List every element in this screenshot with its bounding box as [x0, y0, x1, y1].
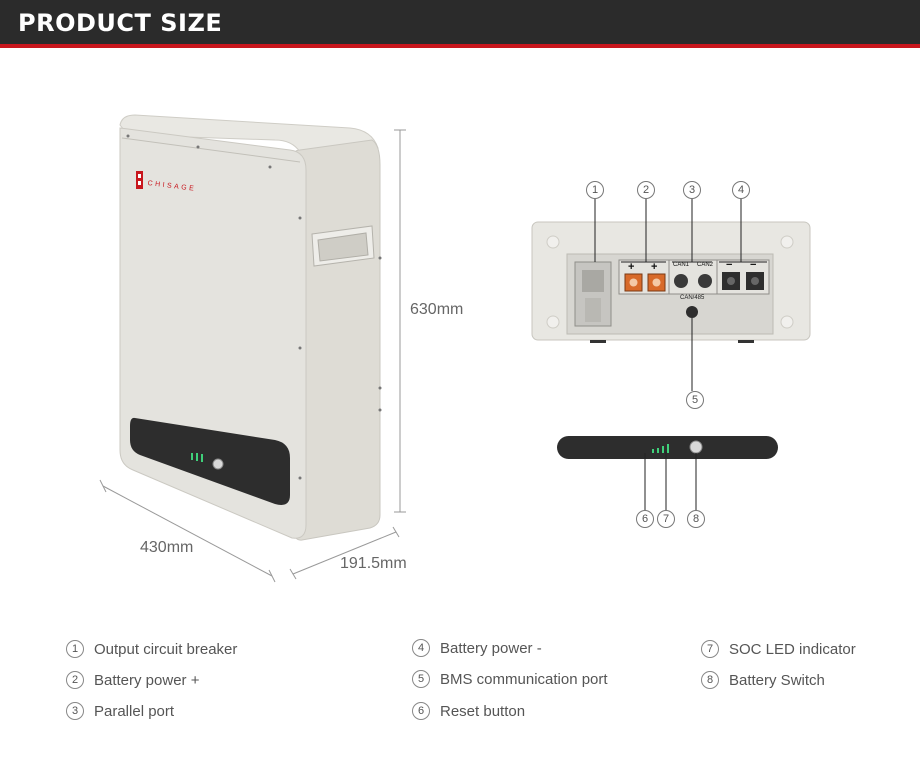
callout-7: 7	[657, 510, 675, 528]
panel-can2-label: CAN2	[697, 262, 714, 268]
battery-unit	[119, 114, 382, 541]
callout-6: 6	[636, 510, 654, 528]
legend-item: 4 Battery power -	[412, 639, 542, 657]
panel-plus-2: +	[651, 261, 658, 273]
legend-number: 6	[412, 702, 430, 720]
legend-label: SOC LED indicator	[729, 640, 856, 658]
legend-number: 7	[701, 640, 719, 658]
panel-can1-label: CAN1	[673, 262, 690, 268]
callout-3: 3	[683, 181, 701, 199]
legend-item: 7 SOC LED indicator	[701, 640, 856, 658]
callout-5: 5	[686, 391, 704, 409]
brand-logo-icon	[136, 171, 143, 189]
page-title: PRODUCT SIZE	[18, 9, 223, 37]
panel-plus-1: +	[628, 261, 635, 273]
port-panel	[531, 221, 811, 343]
callout-2: 2	[637, 181, 655, 199]
legend-label: Battery power +	[94, 671, 200, 689]
legend-item: 6 Reset button	[412, 702, 525, 720]
legend-number: 4	[412, 639, 430, 657]
legend-label: BMS communication port	[440, 670, 608, 688]
callout-4: 4	[732, 181, 750, 199]
dimension-lines	[99, 129, 406, 583]
callout-leaders	[594, 199, 767, 510]
legend-label: Battery Switch	[729, 671, 825, 689]
dimension-height: 630mm	[410, 301, 464, 318]
legend-item: 3 Parallel port	[66, 702, 174, 720]
header-accent-bar	[0, 44, 920, 48]
legend-label: Parallel port	[94, 702, 175, 720]
panel-minus-1: −	[726, 259, 733, 271]
panel-can485-label: CAN/485	[680, 295, 705, 301]
legend-number: 8	[701, 671, 719, 689]
callout-8: 8	[687, 510, 705, 528]
front-strip	[557, 436, 778, 459]
legend-label: Output circuit breaker	[94, 640, 238, 658]
legend-item: 1 Output circuit breaker	[66, 640, 237, 658]
page-header: PRODUCT SIZE	[0, 0, 920, 44]
dimension-depth: 191.5mm	[340, 555, 407, 572]
callout-1: 1	[586, 181, 604, 199]
legend-number: 5	[412, 670, 430, 688]
legend-label: Reset button	[440, 702, 526, 720]
legend-item: 5 BMS communication port	[412, 670, 608, 688]
legend-number: 2	[66, 671, 84, 689]
panel-minus-2: −	[750, 259, 757, 271]
legend-number: 3	[66, 702, 84, 720]
legend-label: Battery power -	[440, 639, 542, 657]
legend-item: 8 Battery Switch	[701, 671, 825, 689]
legend-item: 2 Battery power +	[66, 671, 199, 689]
dimension-width: 430mm	[140, 539, 194, 556]
legend-number: 1	[66, 640, 84, 658]
